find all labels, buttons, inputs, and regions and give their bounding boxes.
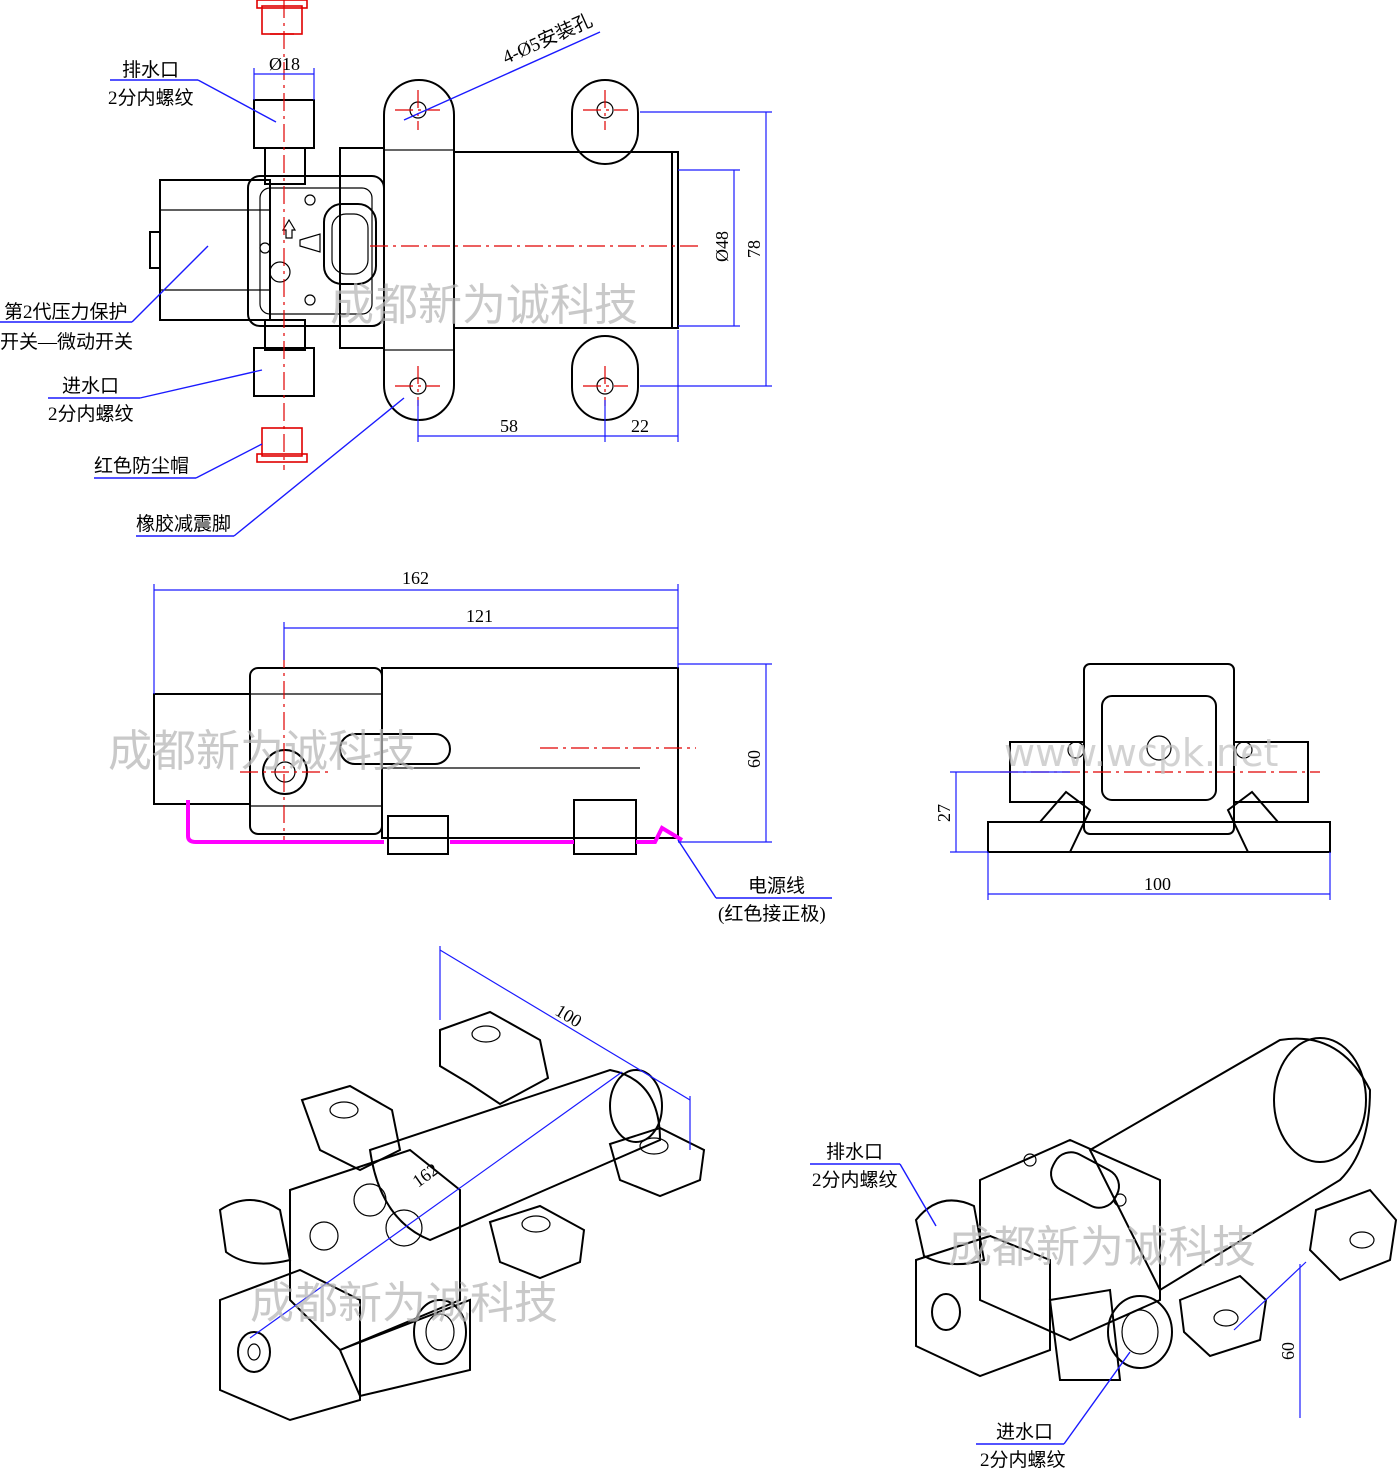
- hole-spacing-dim: 58: [500, 416, 518, 436]
- iso-length-dim: 162: [409, 1159, 443, 1191]
- iso-inlet-label-2: 2分内螺纹: [980, 1449, 1066, 1471]
- iso-switch-2: [915, 1234, 1051, 1378]
- iso-pump-head: [289, 1148, 461, 1352]
- dust-cap-label: 红色防尘帽: [94, 455, 189, 477]
- iso-view-right: 60 排水口 2分内螺纹 进水口 2分内螺纹 成都新为诚科技: [810, 1037, 1398, 1471]
- motor-top: [453, 151, 679, 329]
- total-length-dim: 162: [402, 568, 429, 588]
- inlet-label-2: 2分内螺纹: [48, 403, 134, 425]
- rubber-foot-right: [571, 79, 639, 165]
- iso-inlet-2: [1107, 1295, 1173, 1369]
- side-view: 162 121 60 电源线 (红色接正极) 成都新为诚科技: [108, 568, 832, 925]
- iso-outlet-2: [914, 1199, 986, 1266]
- pressure-switch-body: [159, 179, 271, 321]
- watermark-site: www.wcpk.net: [1004, 731, 1278, 775]
- end-base: [987, 821, 1331, 853]
- end-height-dim: 27: [934, 804, 954, 822]
- mount-hole-label: 4-Ø5安装孔: [499, 9, 596, 68]
- switch-label-2: 开关—微动开关: [0, 331, 133, 353]
- switch-label-1: 第2代压力保护: [4, 301, 128, 323]
- iso-foot-2: [1308, 1188, 1398, 1282]
- outlet-label-1: 排水口: [122, 59, 179, 81]
- power-label-1: 电源线: [748, 875, 805, 897]
- dust-cap-bottom: [256, 427, 308, 463]
- watermark-side: 成都新为诚科技: [108, 726, 416, 777]
- foot-side: [573, 799, 637, 855]
- outlet-neck: [264, 147, 306, 185]
- iso-pump-head-2: [979, 1138, 1161, 1342]
- watermark-iso-right: 成都新为诚科技: [948, 1222, 1256, 1273]
- power-wire: [186, 800, 384, 844]
- side-height-dim: 60: [744, 750, 764, 768]
- arrow-icon: [281, 218, 297, 239]
- power-label-2: (红色接正极): [718, 903, 826, 925]
- iso-height-dim: 60: [1278, 1342, 1298, 1360]
- feet-label: 橡胶减震脚: [136, 513, 231, 535]
- rubber-foot-left: [383, 79, 455, 421]
- iso-motor: [368, 1068, 662, 1242]
- motor-dia-dim: Ø48: [712, 231, 732, 262]
- port-dia-dim: Ø18: [269, 54, 300, 74]
- inlet-label-1: 进水口: [62, 375, 119, 397]
- top-view: Ø18 Ø48 78 58 22 排水口 2分内螺纹 第2代压力保护 开关—微动…: [0, 0, 772, 537]
- foot-height-dim: 78: [744, 240, 764, 258]
- outlet-label-2: 2分内螺纹: [108, 87, 194, 109]
- body-length-dim: 121: [466, 606, 493, 626]
- iso-inlet-label-1: 进水口: [996, 1421, 1053, 1443]
- foot-side: [387, 815, 449, 855]
- end-view: 27 100 www.wcpk.net: [934, 663, 1331, 900]
- watermark-top: 成都新为诚科技: [330, 280, 638, 331]
- iso-outlet-label-1: 排水口: [826, 1141, 883, 1163]
- motor-side: [381, 667, 679, 839]
- iso-foot: [439, 1010, 550, 1106]
- iso-foot: [488, 1204, 586, 1280]
- iso-foot: [300, 1084, 402, 1172]
- iso-outlet: [218, 1199, 292, 1265]
- iso-width-dim: 100: [552, 1000, 585, 1031]
- iso-inlet: [413, 1299, 467, 1365]
- iso-view-left: 100 162 成都新为诚科技: [218, 946, 706, 1422]
- valve-chamber: [323, 203, 377, 285]
- iso-outlet-label-2: 2分内螺纹: [812, 1169, 898, 1191]
- watermark-iso-left: 成都新为诚科技: [250, 1278, 558, 1329]
- iso-foot-2: [1178, 1274, 1268, 1358]
- motor-offset-dim: 22: [631, 416, 649, 436]
- end-width-dim: 100: [1144, 874, 1171, 894]
- iso-switch: [219, 1268, 361, 1422]
- dust-cap-top: [256, 0, 308, 35]
